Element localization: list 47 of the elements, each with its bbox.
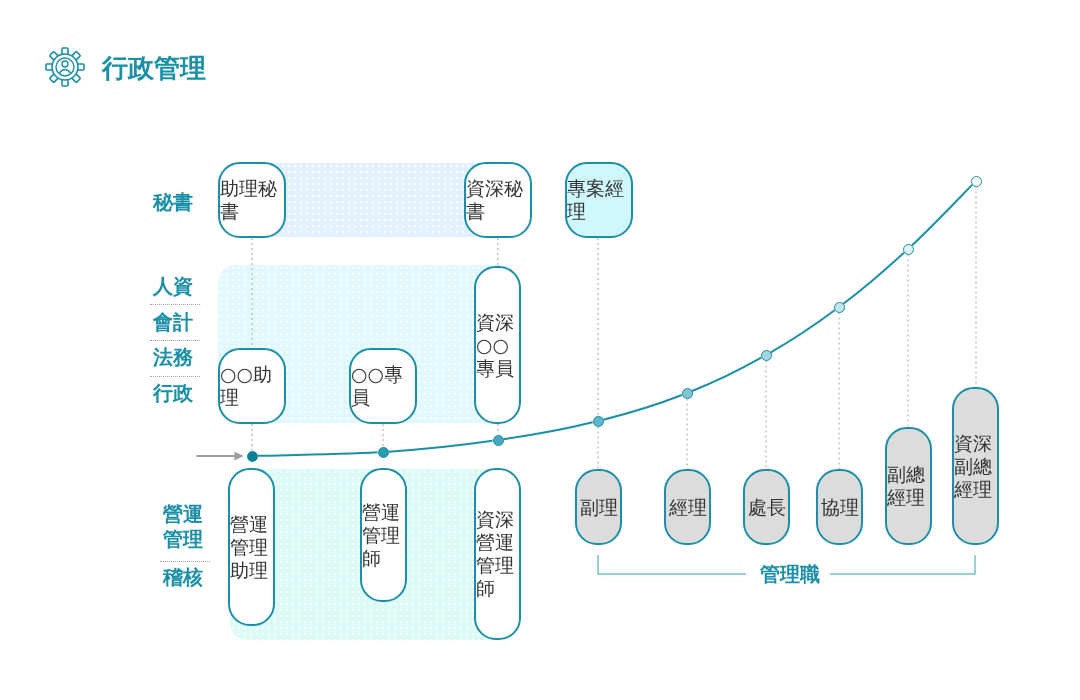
group-label: 管理職 [759, 562, 821, 587]
career-curve [256, 451, 379, 457]
milestone-dot [970, 175, 982, 187]
milestone-dot [833, 301, 845, 313]
category-label: 行政 [151, 381, 194, 406]
career-curve [842, 251, 905, 305]
position-box: 專案經理 [565, 162, 633, 238]
position-box: ○○助理 [218, 348, 286, 424]
category-label: 稽核 [161, 565, 204, 590]
milestone-dot [902, 243, 914, 255]
milestone-dot [592, 415, 604, 427]
career-curve [769, 309, 836, 354]
milestone-dot [377, 446, 389, 458]
category-label: 法務 [152, 345, 194, 370]
position-box: 資深營運管理師 [474, 468, 521, 640]
position-box: 資深副總經理 [952, 387, 999, 545]
milestone-dot [246, 450, 258, 462]
position-box: 處長 [743, 469, 790, 545]
position-box: 助理秘書 [218, 162, 286, 238]
career-curve [502, 421, 594, 441]
leader-line [597, 237, 599, 417]
category-label: 會計 [152, 310, 194, 335]
career-curve [691, 356, 763, 392]
position-box: 經理 [664, 469, 711, 545]
page-title: 行政管理 [102, 52, 206, 85]
career-curve [602, 394, 683, 421]
position-box: 副理 [575, 469, 622, 545]
position-box: 營運管理助理 [228, 468, 275, 626]
leader-line [251, 423, 253, 452]
position-box: 協理 [816, 469, 863, 545]
position-box: 資深秘書 [464, 162, 532, 238]
position-box: 資深○○專員 [474, 266, 521, 424]
category-label: 營運管理 [162, 502, 204, 552]
milestone-dot [492, 434, 504, 446]
leader-line [497, 423, 499, 436]
milestone-dot [681, 387, 693, 399]
career-curve [387, 439, 494, 453]
leader-line [382, 423, 384, 448]
career-curve [911, 183, 974, 247]
milestone-dot [760, 349, 772, 361]
leader-line [497, 237, 499, 267]
position-box: 副總經理 [885, 427, 932, 545]
arrow [195, 451, 244, 461]
position-box: 營運管理師 [360, 468, 407, 602]
category-label: 人資 [152, 274, 194, 299]
category-label: 秘書 [151, 190, 194, 215]
position-box: ○○專員 [349, 348, 417, 424]
